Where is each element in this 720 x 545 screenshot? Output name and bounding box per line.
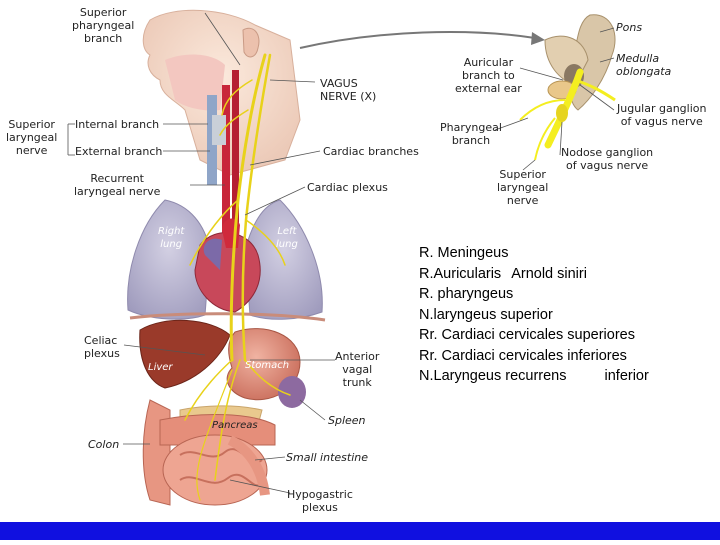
label-liver: Liver (148, 362, 173, 373)
label-line: oblongata (616, 65, 672, 78)
label-line: lung (276, 239, 298, 250)
label-left-lung: Left lung (276, 225, 298, 251)
list-item: R. pharyngeus (419, 284, 649, 305)
label-superior-pharyngeal-branch: Superior pharyngeal branch (72, 6, 134, 45)
spleen (278, 376, 306, 408)
label-jugular-ganglion: Jugular ganglion of vagus nerve (617, 102, 706, 128)
list-item-text: N.Laryngeus recurrens (419, 368, 567, 384)
label-medulla-oblongata: Medulla oblongata (616, 52, 671, 78)
label-cardiac-plexus: Cardiac plexus (307, 181, 388, 194)
brainstem-inset (519, 14, 616, 161)
intestines (142, 399, 276, 506)
label-pons: Pons (616, 21, 643, 34)
label-line: nerve (15, 144, 48, 157)
label-small-intestine: Small intestine (286, 451, 368, 464)
list-item-text: R. Meningeus (419, 245, 509, 261)
label-line: branch to (462, 69, 515, 82)
label-spleen: Spleen (328, 414, 366, 427)
label-anterior-vagal-trunk: Anterior vagal trunk (335, 350, 379, 389)
label-colon: Colon (88, 438, 120, 451)
label-line: NERVE (X) (320, 90, 377, 103)
label-line: Superior (499, 168, 546, 181)
list-item: N.laryngeus superior (419, 305, 649, 326)
label-line: VAGUS (320, 77, 358, 90)
list-item-text: Arnold siniri (511, 265, 587, 282)
label-stomach: Stomach (245, 360, 290, 371)
label-internal-branch: Internal branch (75, 118, 160, 131)
label-line: Anterior (335, 350, 380, 363)
inset-arrow (299, 31, 536, 49)
label-superior-laryngeal-nerve: Superior laryngeal nerve (6, 118, 57, 157)
label-recurrent-laryngeal-nerve: Recurrent laryngeal nerve (74, 172, 160, 198)
label-line: nerve (506, 194, 539, 207)
label-line: external ear (455, 82, 522, 95)
label-hypogastric-plexus: Hypogastric plexus (287, 488, 353, 514)
list-item-text: inferior (604, 368, 649, 384)
label-celiac-plexus: Celiac plexus (84, 334, 120, 360)
label-superior-laryngeal-nerve-inset: Superior laryngeal nerve (497, 168, 548, 207)
label-line: trunk (342, 376, 372, 389)
bottom-bar (0, 522, 720, 540)
label-line: laryngeal (497, 181, 549, 194)
list-item: R.Auricularis Arnold siniri (419, 264, 649, 285)
leader-lines (67, 12, 335, 494)
list-item: Rr. Cardiaci cervicales superiores (419, 325, 649, 346)
label-line: of vagus nerve (620, 115, 703, 128)
liver (139, 319, 231, 389)
label-line: Celiac (84, 334, 118, 347)
label-pancreas: Pancreas (212, 420, 258, 431)
list-item-text: Rr. Cardiaci cervicales superiores (419, 327, 635, 343)
label-line: branch (451, 134, 491, 147)
label-line: Jugular ganglion (617, 102, 707, 115)
list-item-text: Rr. Cardiaci cervicales inferiores (419, 347, 627, 364)
label-nodose-ganglion: Nodose ganglion of vagus nerve (561, 146, 653, 172)
list-item: R. Meningeus (419, 243, 649, 264)
label-line: laryngeal (6, 131, 58, 144)
label-line: pharyngeal (72, 19, 135, 32)
label-pharyngeal-branch: Pharyngeal branch (440, 121, 502, 147)
label-cardiac-branches: Cardiac branches (323, 145, 419, 158)
head-silhouette (142, 9, 301, 176)
label-right-lung: Right lung (158, 225, 184, 251)
vagus-nerve-path (184, 53, 291, 501)
label-line: Auricular (463, 56, 514, 69)
label-line: plexus (302, 501, 338, 514)
list-item: N.Laryngeus recurrens inferior (419, 366, 649, 387)
label-line: vagal (342, 363, 373, 376)
list-item: Rr. Cardiaci cervicales inferiores (419, 346, 649, 367)
label-line: Superior (79, 6, 127, 19)
label-line: Superior (8, 118, 55, 131)
neck-vessels (207, 70, 239, 245)
label-line: laryngeal nerve (74, 185, 161, 198)
label-line: Hypogastric (287, 488, 353, 501)
label-auricular-branch: Auricular branch to external ear (455, 56, 522, 95)
label-line: Recurrent (90, 172, 144, 185)
label-vagus-nerve: VAGUS NERVE (X) (320, 77, 376, 103)
list-item-text: R. pharyngeus (419, 286, 514, 302)
list-item-text: R.Auricularis (419, 265, 502, 282)
label-line: Pharyngeal (440, 121, 502, 134)
label-line: Medulla (616, 52, 660, 65)
label-line: Left (277, 226, 297, 237)
label-external-branch: External branch (75, 145, 163, 158)
label-line: of vagus nerve (566, 159, 649, 172)
list-item-text: N.laryngeus superior (419, 306, 553, 323)
label-line: plexus (84, 347, 120, 360)
label-line: Right (158, 226, 185, 237)
label-line: lung (160, 239, 183, 250)
label-line: branch (84, 32, 123, 45)
label-line: Nodose ganglion (561, 146, 654, 159)
